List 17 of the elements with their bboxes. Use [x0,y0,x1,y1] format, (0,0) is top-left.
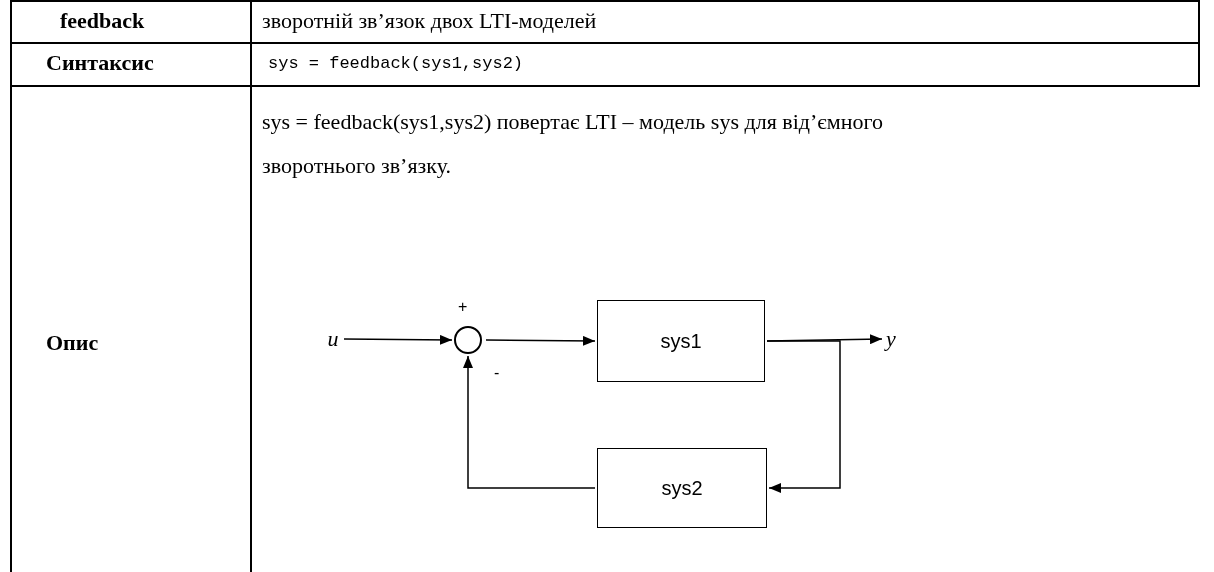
signal-label: u [326,325,340,353]
sign-label: - [494,364,500,382]
arrow [485,335,596,346]
description-text: sys = feedback(sys1,sys2) повертає LTI – модель sys для від’ємного зворотнього зв’язку. [262,108,884,180]
code-text: sys = feedback(sys1,sys2) [268,54,524,73]
block: sys1 [597,300,765,382]
summing-junction [454,326,482,354]
arrow [343,334,453,345]
header-cell: Синтаксис [46,50,154,76]
signal-label: y [884,325,898,353]
sign-label: + [458,298,468,316]
table-cell: зворотній зв’язок двох LTI-моделей [262,8,597,34]
arrow [766,340,841,493]
header-cell: feedback [60,8,145,34]
arrow [463,355,596,489]
header-cell: Опис [46,330,99,356]
block: sys2 [597,448,767,528]
